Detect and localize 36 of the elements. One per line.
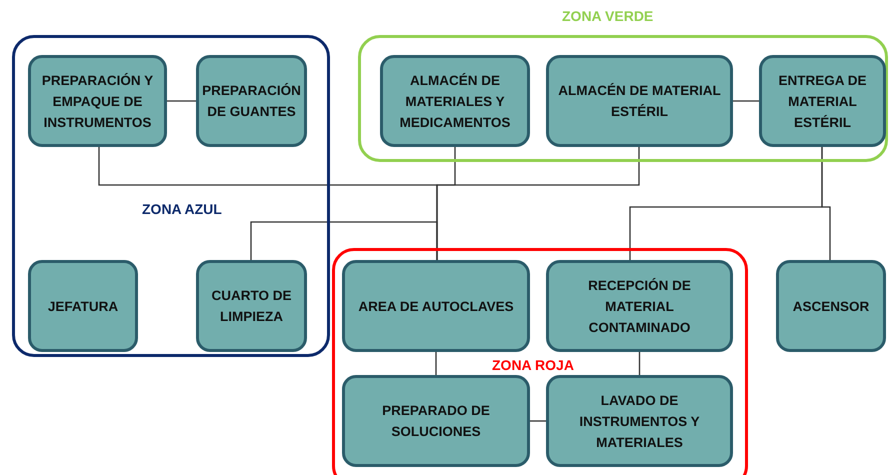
area-box: [380, 55, 530, 147]
area-name: PREPARACIÓN Y EMPAQUE DE INSTRUMENTOS: [40, 72, 154, 132]
connector-line: [167, 100, 196, 102]
zone-label: ZONA AZUL: [142, 201, 222, 217]
area-name: JEFATURA: [46, 298, 120, 316]
area-name: PREPARACIÓN DE GUANTES: [201, 82, 302, 121]
area-name: ENTREGA DE MATERIAL ESTÉRIL: [777, 72, 868, 132]
area-name: PREPARADO DE SOLUCIONES: [381, 402, 491, 441]
connector-line: [638, 352, 640, 375]
connector-line: [250, 221, 438, 260]
area-name: ALMACÉN DE MATERIALES Y MEDICAMENTOS: [398, 72, 512, 132]
connector-line: [530, 420, 546, 422]
zone-label: ZONA ROJA: [492, 357, 574, 373]
connector-line: [821, 147, 831, 260]
area-box: [776, 260, 886, 352]
area-box: [759, 55, 886, 147]
area-box: [546, 260, 733, 352]
connector-line: [435, 352, 437, 375]
zone-label: ZONA VERDE: [562, 8, 654, 24]
connector-line: [733, 100, 759, 102]
area-box: [196, 260, 307, 352]
area-box: [342, 375, 530, 467]
area-name: RECEPCIÓN DE MATERIAL CONTAMINADO: [587, 276, 692, 336]
area-name: AREA DE AUTOCLAVES: [357, 298, 515, 316]
area-box: [28, 55, 167, 147]
area-name: LAVADO DE INSTRUMENTOS Y MATERIALES: [578, 392, 701, 452]
area-box: [196, 55, 307, 147]
area-box: [546, 375, 733, 467]
area-name: ASCENSOR: [792, 298, 870, 316]
zone-frame: [12, 35, 330, 357]
area-box: [546, 55, 733, 147]
area-name: ALMACÉN DE MATERIAL ESTÉRIL: [557, 82, 722, 121]
area-box: [28, 260, 138, 352]
zone-frame: [332, 248, 748, 475]
area-name: CUARTO DE LIMPIEZA: [210, 287, 292, 326]
area-box: [342, 260, 530, 352]
